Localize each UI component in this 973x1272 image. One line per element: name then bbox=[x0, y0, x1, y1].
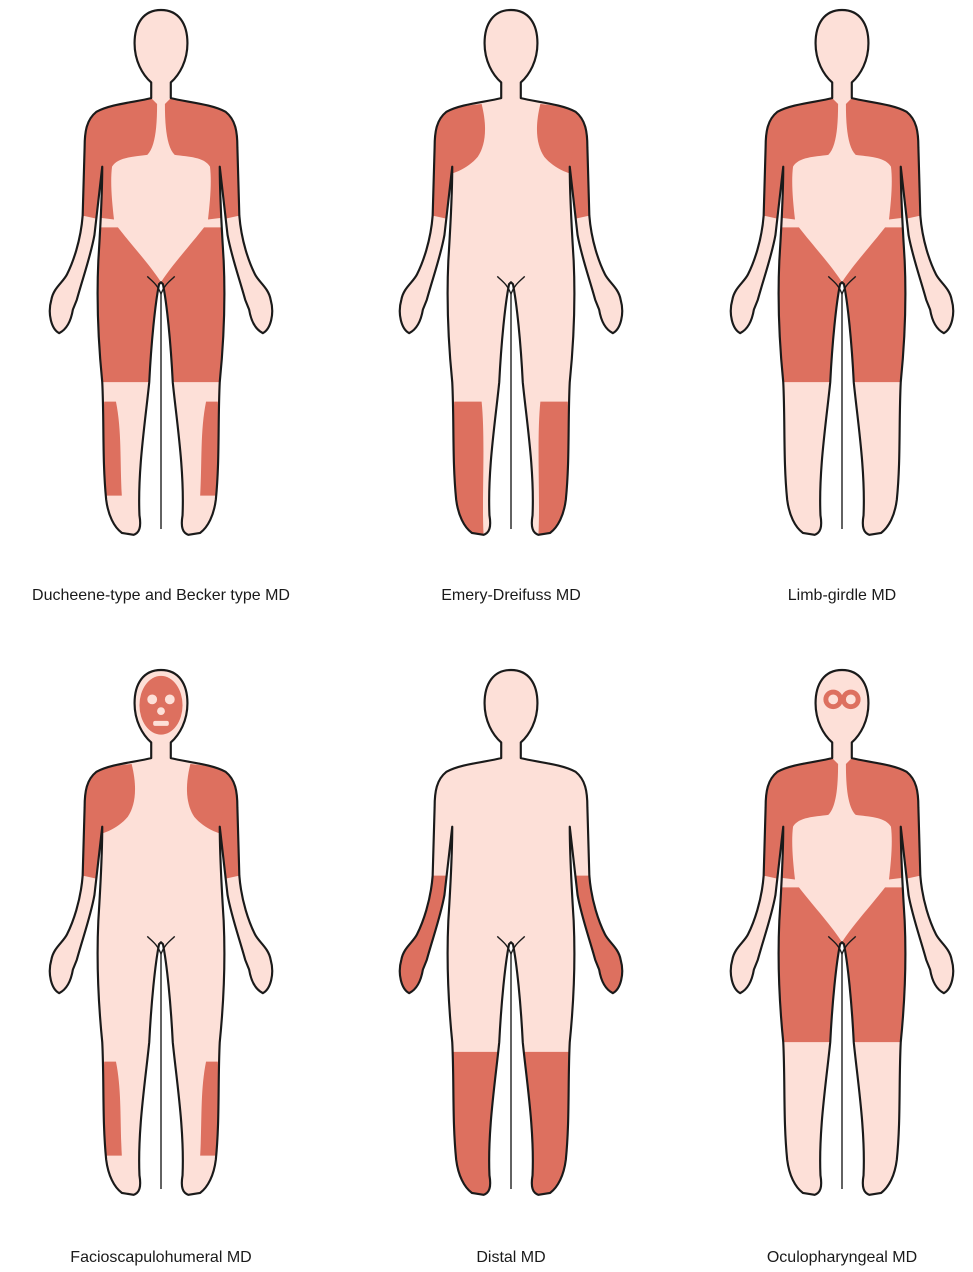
figure-label: Ducheene-type and Becker type MD bbox=[32, 587, 290, 604]
figure-label: Oculopharyngeal MD bbox=[767, 1249, 917, 1266]
region-forearms-hands bbox=[400, 876, 447, 994]
face-eye-right bbox=[165, 694, 175, 704]
region-lower-legs bbox=[538, 402, 569, 535]
face-mouth bbox=[153, 721, 169, 726]
figure-label: Distal MD bbox=[476, 1249, 545, 1266]
figure-label: Emery-Dreifuss MD bbox=[441, 587, 581, 604]
eye-right-inner bbox=[846, 694, 856, 704]
face-eye-left bbox=[147, 694, 157, 704]
figure-6 bbox=[731, 670, 953, 1195]
figure-label: Limb-girdle MD bbox=[788, 587, 896, 604]
face-nose bbox=[157, 707, 165, 715]
figure-5 bbox=[400, 670, 622, 1195]
figure-label: Facioscapulohumeral MD bbox=[70, 1249, 251, 1266]
figure-1 bbox=[50, 10, 272, 535]
figure-4 bbox=[50, 670, 272, 1195]
region-forearms-hands bbox=[576, 876, 623, 994]
figure-2 bbox=[400, 10, 622, 535]
figure-3 bbox=[731, 10, 953, 535]
eye-left-inner bbox=[828, 694, 838, 704]
region-lower-legs bbox=[453, 402, 484, 535]
